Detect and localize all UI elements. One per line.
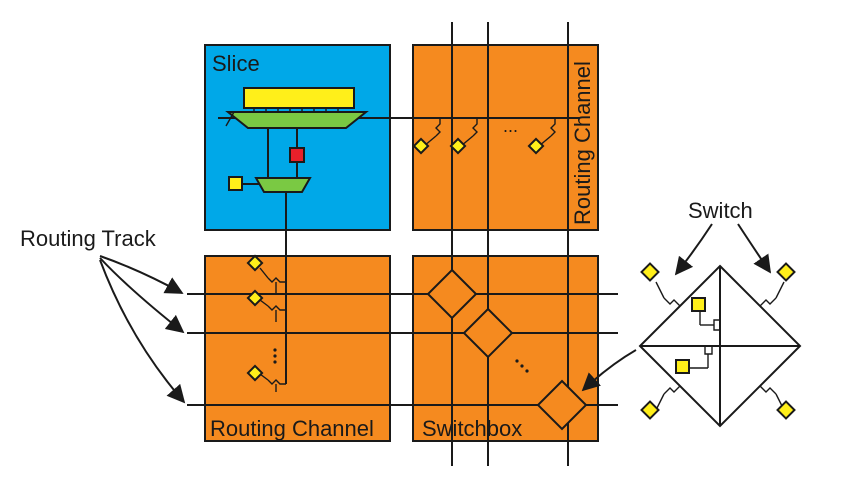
routing-track-arrows [99,255,186,404]
ellipsis-switchbox [515,359,529,373]
switch-diamond-2 [462,307,514,359]
output-mux [254,177,312,193]
switch-label: Switch [688,198,753,223]
switch-diamond-3 [536,379,588,431]
routing-track-label: Routing Track [20,226,157,251]
switch-config-bit-top-right [776,262,796,282]
flip-flop [289,147,305,163]
lut-memory [243,87,355,109]
switch-config-bit-bottom-left [640,400,660,420]
ellipsis-horizontal-channel [273,348,277,364]
pin-config-bit [246,289,264,307]
pin-config-bit [246,364,264,382]
switchbox-label: Switchbox [422,416,522,441]
switch-config-bit-center-left [675,359,690,374]
output-mux-select-bit [228,176,243,191]
lut-mux [225,111,369,129]
pin-config-bit [246,254,264,272]
ellipsis-vertical-channel: ... [503,116,518,136]
pin-config-bit [527,137,545,155]
switch-config-bit-top-left [640,262,660,282]
pin-config-bit [412,137,430,155]
routing-channel-vertical-label: Routing Channel [570,61,595,225]
pin-config-bit [449,137,467,155]
horizontal-channel-connections [246,254,286,392]
switch-config-bit-center-top [691,297,706,312]
switch-diamond-1 [426,268,478,320]
routing-channel-horizontal-tile [204,255,391,442]
vertical-channel-connections: ... [412,116,556,155]
switch-detail [638,262,802,428]
slice-label: Slice [212,51,260,76]
switch-arrows [581,223,772,392]
routing-channel-horizontal-label: Routing Channel [210,416,374,441]
slice-logic [218,87,580,384]
switch-config-bit-bottom-right [776,400,796,420]
